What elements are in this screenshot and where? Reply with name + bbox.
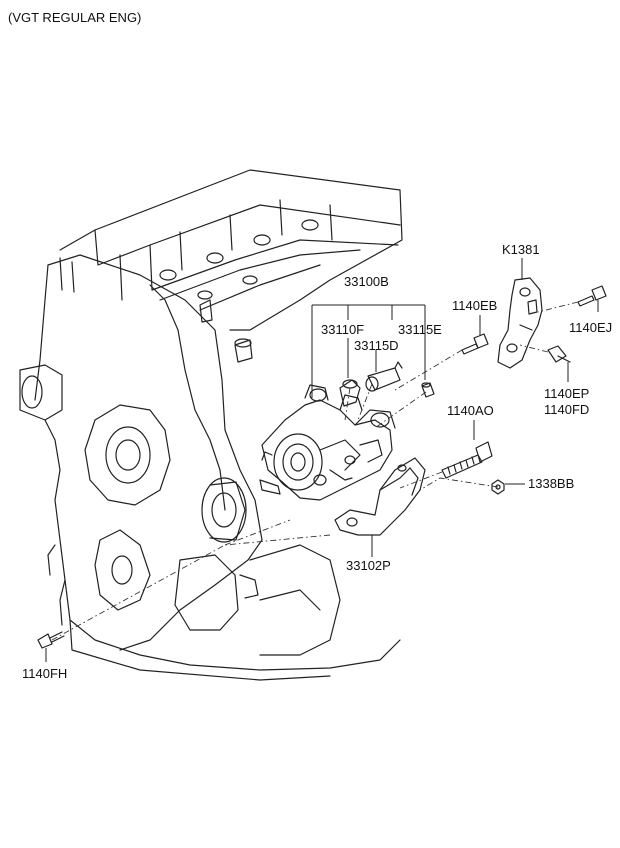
part-K1381-bracket [497,277,543,369]
callout-1338BB: 1338BB [528,476,575,491]
callout-1140EB: 1140EB [452,298,498,313]
part-1140EB-bolt [461,333,489,355]
callout-33115E: 33115E [398,322,442,337]
part-1140EJ-bolt [577,285,607,307]
engine-block [19,169,403,681]
part-33110F-fitting [339,379,361,407]
callout-1140EJ: 1140EJ [569,320,613,335]
callout-1140AO: 1140AO [447,403,494,418]
callout-1140EP: 1140EP [544,386,590,401]
callout-33110F: 33110F [321,322,365,337]
part-33102P-bracket [334,457,426,536]
part-33115D-valve [365,361,403,392]
callout-1140FH: 1140FH [22,666,68,681]
callout-33115D: 33115D [354,338,399,353]
part-1140EP-bolt [547,345,571,363]
fuel-pump-assembly [259,384,396,501]
callout-33100B: 33100B [344,274,389,289]
callout-1140FD: 1140FD [544,402,590,417]
diagram-title: (VGT REGULAR ENG) [8,10,142,25]
callout-33102P: 33102P [346,558,391,573]
callout-K1381: K1381 [502,242,540,257]
part-33115E-pin [421,382,435,398]
part-1140AO-bolt [441,441,493,479]
part-1140FH-bolt [37,631,65,649]
